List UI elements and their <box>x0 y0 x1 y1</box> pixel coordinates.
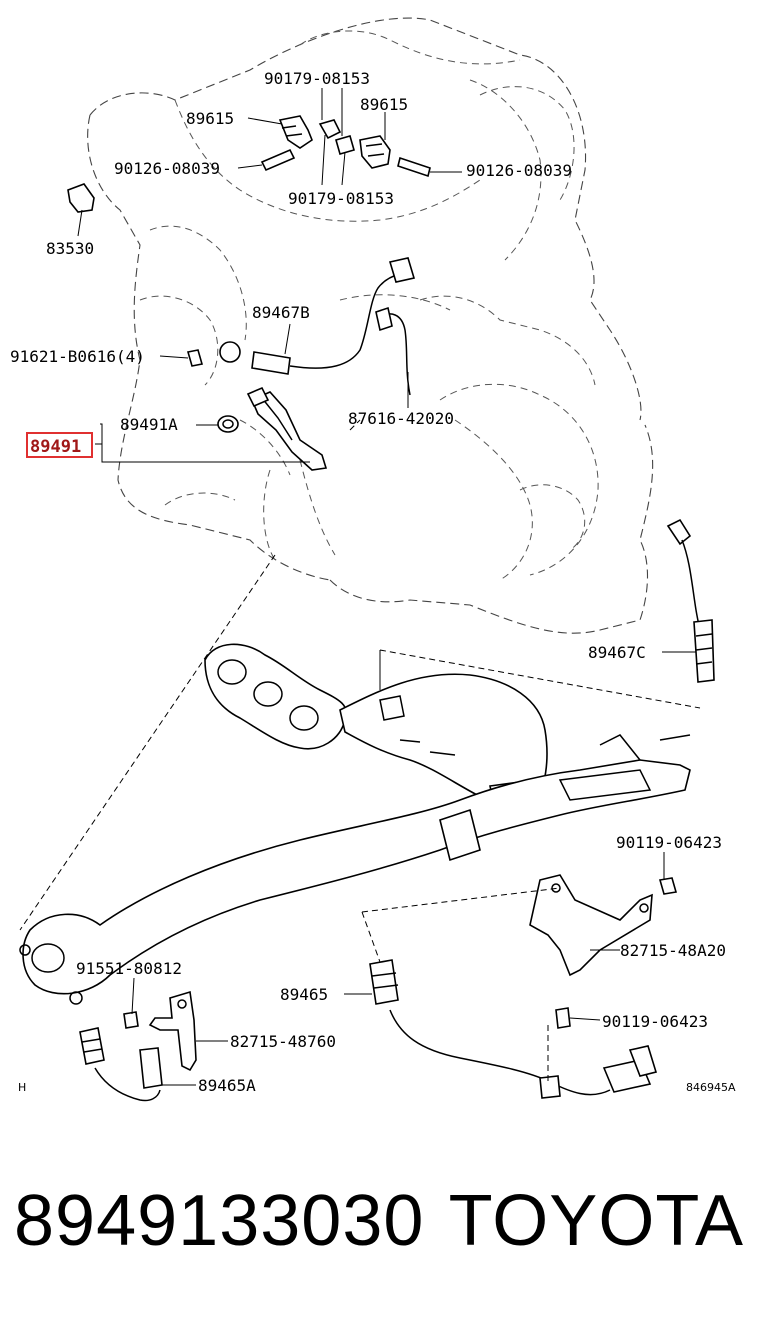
intake-area-parts <box>67 115 431 213</box>
label-89467c: 89467C <box>588 643 646 662</box>
label-87616: 87616-42020 <box>348 409 454 428</box>
label-89491a: 89491A <box>120 415 178 434</box>
leader-lines <box>77 88 696 1086</box>
label-diagram-code: 846945A <box>686 1081 736 1094</box>
label-89615-right: 89615 <box>360 95 408 114</box>
label-82715-48a20: 82715-48A20 <box>620 941 726 960</box>
label-90126-left: 90126-08039 <box>114 159 220 178</box>
label-90126-right: 90126-08039 <box>466 161 572 180</box>
sensor-89467c <box>666 518 715 683</box>
label-90179-top: 90179-08153 <box>264 69 370 88</box>
bolt-91621 <box>186 341 241 367</box>
harness-87616 <box>375 306 411 396</box>
bracket-82715-48760 <box>123 990 197 1072</box>
label-91621: 91621-B0616(4) <box>10 347 145 366</box>
sensor-89465a <box>79 1027 163 1102</box>
sensor-89467b <box>251 257 416 375</box>
part-number: 8949133030 <box>14 1181 425 1261</box>
sensor-89465 <box>369 959 658 1099</box>
label-89465: 89465 <box>280 985 328 1004</box>
label-91551: 91551-80812 <box>76 959 182 978</box>
label-83530: 83530 <box>46 239 94 258</box>
label-90119-top: 90119-06423 <box>616 833 722 852</box>
label-89467b: 89467B <box>252 303 310 322</box>
label-89465a: 89465A <box>198 1076 256 1095</box>
label-90119-bottom: 90119-06423 <box>602 1012 708 1031</box>
engine-phantom-outline <box>87 17 654 634</box>
label-90179-bottom: 90179-08153 <box>288 189 394 208</box>
label-89491-highlighted[interactable]: 89491 <box>30 437 81 457</box>
sensor-89491 <box>246 386 328 471</box>
brand-name: TOYOTA <box>448 1181 744 1261</box>
footer: 8949133030 TOYOTA <box>0 1180 760 1290</box>
bracket-82715-48a20 <box>529 874 678 1029</box>
label-89615-left: 89615 <box>186 109 234 128</box>
label-82715-48760: 82715-48760 <box>230 1032 336 1051</box>
label-h: H <box>18 1081 26 1094</box>
highlight-box <box>26 432 93 458</box>
assembly-dash-lines <box>19 419 701 1082</box>
exhaust-front-pipe <box>19 734 691 1005</box>
gasket-89491a <box>217 415 239 433</box>
part-labels: 90179-08153 89615 89615 90126-08039 9012… <box>10 69 736 1095</box>
